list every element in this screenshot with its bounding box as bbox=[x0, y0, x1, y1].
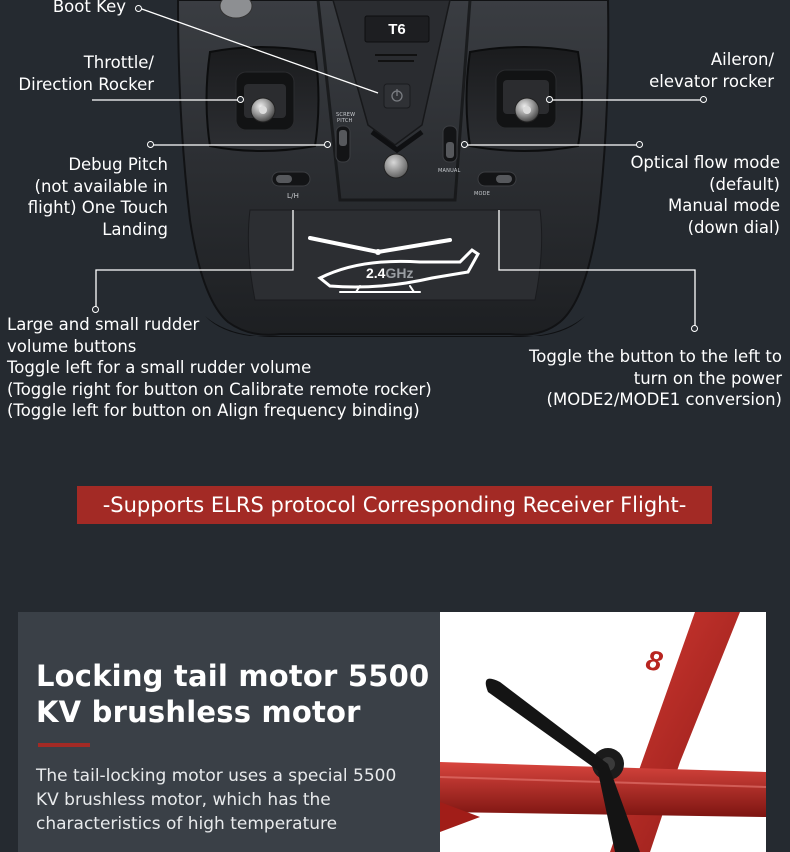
tail-motor-photo: 8 bbox=[440, 612, 766, 852]
callout-dot-optical bbox=[461, 141, 468, 148]
optical-flow-label: Optical flow mode (default) Manual mode … bbox=[630, 153, 780, 237]
lower-panel bbox=[247, 209, 543, 301]
callout-dot-aileron bbox=[546, 96, 553, 103]
model-label: T6 bbox=[388, 21, 406, 38]
helicopter-logo bbox=[308, 236, 480, 293]
elrs-banner: -Supports ELRS protocol Corresponding Re… bbox=[77, 486, 712, 524]
aileron-label: Aileron/ elevator rocker bbox=[649, 50, 774, 91]
callout-dot-throttle bbox=[237, 96, 244, 103]
tail-propeller-blade-2 bbox=[598, 764, 640, 852]
debug-pitch-label: Debug Pitch (not available in flight) On… bbox=[27, 155, 168, 239]
manual-text: MANUAL bbox=[438, 168, 461, 174]
screw-pitch-text-1: SCREW bbox=[336, 112, 356, 118]
screw-pitch-text-2: PITCH bbox=[337, 118, 353, 124]
tail-number: 8 bbox=[643, 644, 665, 678]
callout-dot-rudder bbox=[92, 306, 99, 313]
feature-title-underline bbox=[38, 743, 90, 747]
throttle-label: Throttle/ Direction Rocker bbox=[18, 53, 154, 94]
frequency-logo: 2.4GHz bbox=[366, 265, 413, 281]
callout-dot-aileron-end bbox=[700, 96, 707, 103]
tail-propeller-blade-1 bbox=[485, 678, 608, 772]
frequency-number: 2.4 bbox=[366, 265, 386, 281]
callout-dot-debug-end bbox=[324, 141, 331, 148]
one-touch-button[interactable] bbox=[383, 153, 409, 179]
callout-dot-boot bbox=[135, 5, 142, 12]
feature-title: Locking tail motor 5500 KV brushless mot… bbox=[36, 659, 430, 729]
boot-key-label: Boot Key bbox=[52, 0, 126, 16]
mode-text: MODE bbox=[474, 191, 491, 197]
frequency-unit: GHz bbox=[385, 265, 414, 281]
power-toggle-label: Toggle the button to the left to turn on… bbox=[529, 347, 782, 409]
lh-text: L/H bbox=[287, 192, 300, 200]
remote-controller-illustration: T6 bbox=[92, 0, 703, 338]
feature-panel: Locking tail motor 5500 KV brushless mot… bbox=[18, 612, 440, 852]
callout-dot-power bbox=[691, 325, 698, 332]
feature-description: The tail-locking motor uses a special 55… bbox=[36, 766, 397, 834]
tail-motor-illustration: 8 bbox=[440, 612, 766, 852]
rudder-volume-label: Large and small rudder volume buttons To… bbox=[7, 315, 432, 420]
callout-dot-debug bbox=[147, 141, 154, 148]
tail-number-plate bbox=[638, 642, 670, 679]
callout-dot-optical-end bbox=[636, 141, 643, 148]
model-plate bbox=[364, 15, 430, 43]
